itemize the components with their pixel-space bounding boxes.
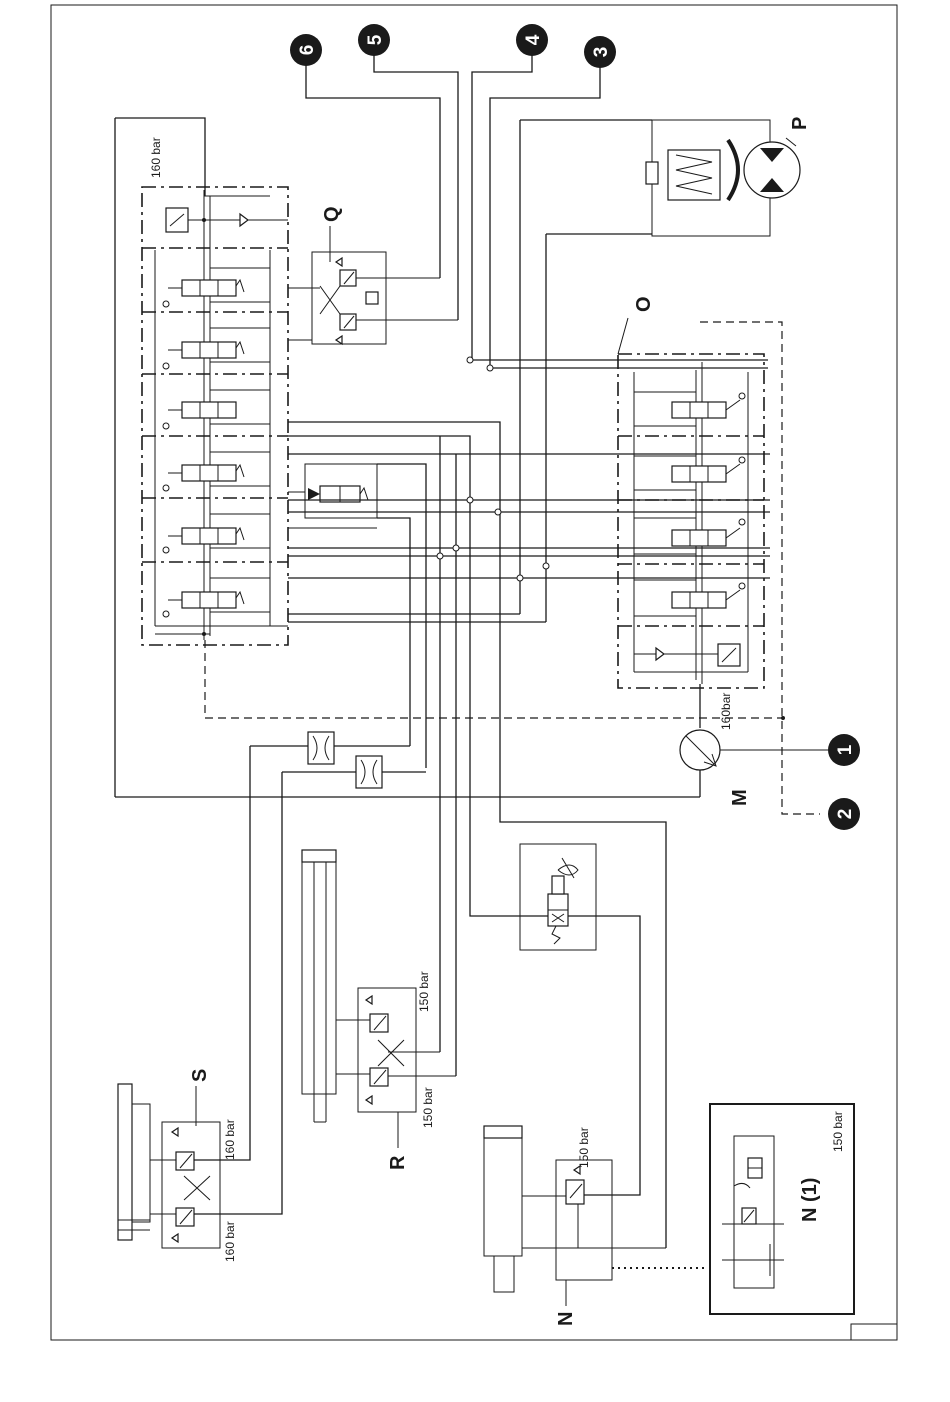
n1-label: N (1) [799,1178,821,1222]
selector-valve [288,464,426,768]
right-valve-bank-o [618,354,764,688]
svg-text:4: 4 [523,34,544,45]
connection-badge-6: 6 [290,34,322,66]
n1-pressure-label: 150 bar [831,1111,845,1152]
left-valve-bank [142,187,288,645]
restrictor-upper [250,732,410,764]
restrictor-lower [282,756,426,788]
cylinder-s [118,1084,150,1240]
m-label: M [729,789,751,806]
cylinder-n [484,1126,522,1292]
r-pressure-top: 150 bar [417,971,431,1012]
o-spool-1 [634,392,745,426]
s-pressure-bottom: 160 bar [223,1221,237,1262]
n-label: N [555,1312,577,1326]
svg-text:3: 3 [591,47,612,58]
cylinder-r [302,850,336,1122]
o-spool-2 [634,456,745,490]
main-valve-pressure-label: 160 bar [149,137,163,178]
spool-section-1 [163,268,270,307]
svg-text:1: 1 [835,744,856,755]
q-valve-block [288,252,458,344]
motor-pressure-label: 160bar [719,693,733,730]
connection-badge-2: 2 [828,798,860,830]
o-label: O [633,296,655,312]
connection-badge-5: 5 [358,24,390,56]
s-valve-block [150,746,282,1248]
q-label: Q [321,206,343,222]
s-pressure-top: 160 bar [223,1119,237,1160]
connection-badge-1: 1 [828,734,860,766]
r-valve-block [336,988,456,1112]
spool-section-5 [163,514,270,553]
spool-section-6 [163,578,270,617]
r-pressure-bottom: 150 bar [421,1087,435,1128]
corner-tab [851,1324,897,1340]
connection-badge-3: 3 [584,36,616,68]
r-label: R [387,1155,409,1170]
pump-assembly [520,120,800,622]
connection-badge-4: 4 [516,24,548,56]
n-pressure-label: 150 bar [577,1127,591,1168]
svg-text:6: 6 [297,45,318,56]
flow-control-valve [520,844,640,950]
spool-section-4 [163,452,270,491]
svg-text:5: 5 [365,34,386,45]
p-label: P [789,117,811,130]
o-spool-4 [634,580,745,616]
n-valve-block [522,1160,666,1280]
svg-text:2: 2 [835,809,856,820]
s-label: S [189,1069,211,1082]
spool-section-3 [163,390,270,429]
spool-section-2 [163,328,270,369]
